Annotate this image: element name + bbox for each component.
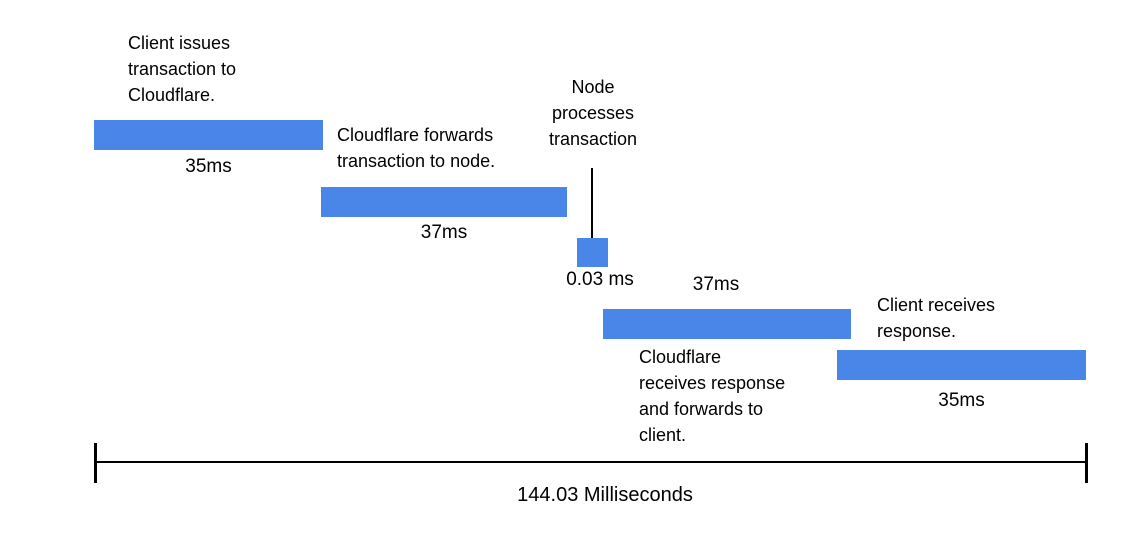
duration-client-receives: 35ms — [938, 390, 985, 411]
bar-client-issues — [94, 120, 323, 150]
label-client-issues: Client issues transaction to Cloudflare. — [128, 33, 237, 105]
total-axis-line — [95, 461, 1087, 463]
bar-node-processes — [577, 238, 608, 267]
bar-client-receives — [837, 350, 1086, 380]
label-cloudflare-forwards: Cloudflare forwards transaction to node. — [337, 125, 496, 171]
bar-cloudflare-receives — [603, 309, 851, 339]
duration-node-processes: 0.03 ms — [566, 269, 634, 290]
bar-cloudflare-forwards — [321, 187, 567, 217]
duration-client-issues: 35ms — [185, 156, 232, 177]
total-axis-right-cap — [1085, 443, 1088, 483]
duration-cloudflare-receives: 37ms — [692, 274, 740, 295]
label-cloudflare-receives: Cloudflare receives response and forward… — [639, 347, 786, 445]
total-duration-label: 144.03 Milliseconds — [517, 484, 693, 506]
total-axis-left-cap — [94, 443, 97, 483]
label-node-processes: Node processes transaction — [548, 77, 638, 149]
node-connector-line — [591, 168, 593, 238]
duration-cloudflare-forwards: 37ms — [420, 222, 468, 243]
label-client-receives: Client receives response. — [877, 295, 996, 341]
